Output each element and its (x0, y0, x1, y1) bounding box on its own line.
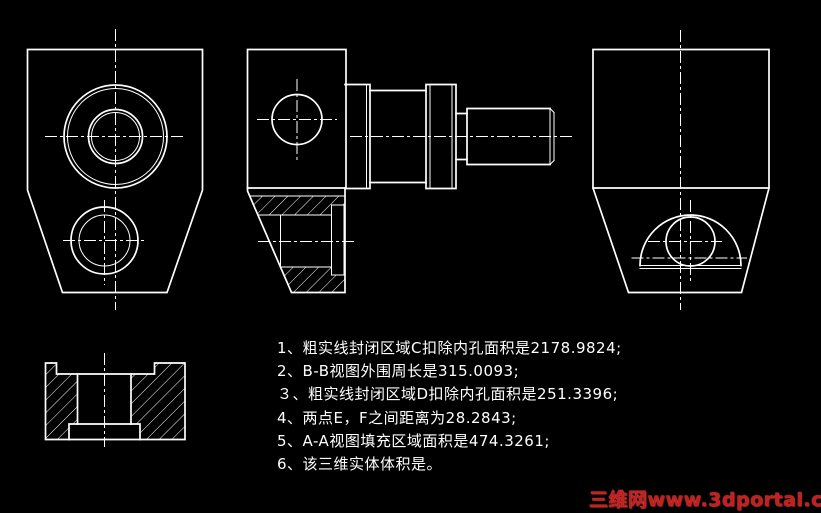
note-line-3: ３、粗实线封闭区域D扣除内孔面积是251.3396; (277, 385, 619, 404)
bottom-section-hatch-left (45, 363, 78, 440)
section-end-wall (331, 204, 345, 276)
note-line-4: 4、两点E，F之间距离为28.2843; (277, 408, 517, 427)
section-hatch-upper (250, 196, 345, 215)
front-view-outline (26, 48, 204, 294)
front-view (26, 29, 204, 310)
watermark: 三维网www.3dportal.cn (589, 489, 821, 511)
shaft-collar-a (344, 83, 371, 190)
note-line-2: 2、B-B视图外围周长是315.0093; (277, 362, 520, 381)
note-line-1: 1、粗实线封闭区域C扣除内孔面积是2178.9824; (277, 339, 622, 357)
right-view (591, 30, 771, 310)
bottom-section-hatch-right (131, 363, 185, 440)
bottom-section-view (44, 353, 186, 447)
section-hatch-lower (280, 267, 345, 293)
notes-list: 1、粗实线封闭区域C扣除内孔面积是2178.9824; 2、B-B视图外围周长是… (277, 337, 622, 476)
shaft-middle-section (369, 89, 427, 184)
right-view-taper-outline (591, 186, 771, 294)
side-view-upper-rect (246, 48, 347, 189)
shaft-collar-b (425, 83, 457, 190)
side-section-view (246, 48, 357, 294)
note-line-5: 5、A-A视图填充区域面积是474.3261; (277, 431, 550, 450)
note-line-6: 6、该三维实体体积是。 (277, 455, 443, 474)
shaft-neck (455, 112, 468, 161)
shaft-view (344, 83, 572, 190)
